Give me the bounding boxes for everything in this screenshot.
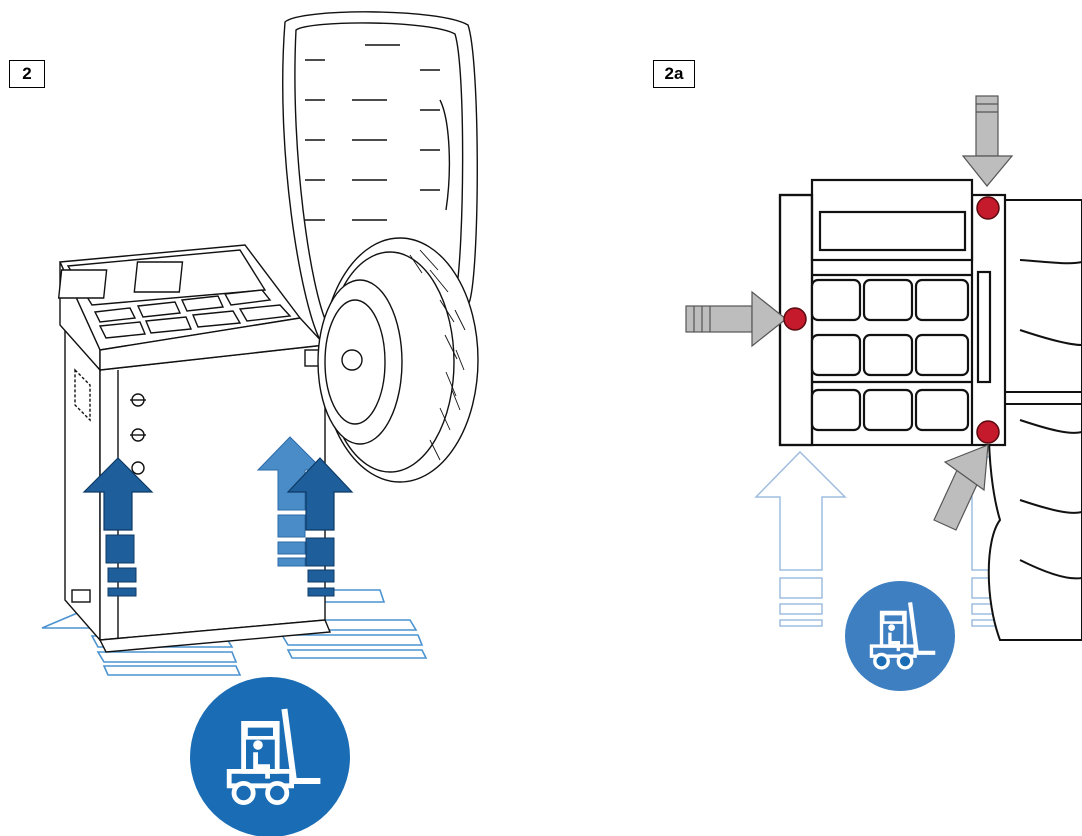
- wheel-profile: [987, 199, 1082, 641]
- lift-arrow-light-icon: [256, 436, 325, 567]
- arrow-right-icon: [685, 290, 787, 348]
- forklift-sign-icon: [845, 581, 955, 691]
- left-panel: [41, 11, 479, 836]
- lift-point-icon: [976, 196, 1000, 220]
- lift-arrow-icon: [82, 457, 154, 597]
- arrow-diagonal-icon: [933, 444, 989, 531]
- lift-arrow-icon: [286, 457, 354, 597]
- panel-label-2: 2: [9, 60, 45, 88]
- balancer-top-view: [778, 178, 1007, 447]
- pressure-arrows: [685, 95, 1014, 531]
- lift-point-icon: [976, 420, 1000, 444]
- balancer-cabinet: [64, 322, 332, 653]
- lift-arrows: [82, 436, 354, 597]
- wheel-and-guard: [282, 11, 479, 483]
- right-panel: [685, 95, 1082, 691]
- lift-point-icon: [783, 307, 807, 331]
- balancer-control-panel: [57, 244, 327, 372]
- arrow-down-icon: [961, 95, 1014, 187]
- panel-label-2a: 2a: [653, 60, 695, 88]
- forklift-sign-icon: [190, 677, 350, 836]
- lift-points: [783, 196, 1000, 444]
